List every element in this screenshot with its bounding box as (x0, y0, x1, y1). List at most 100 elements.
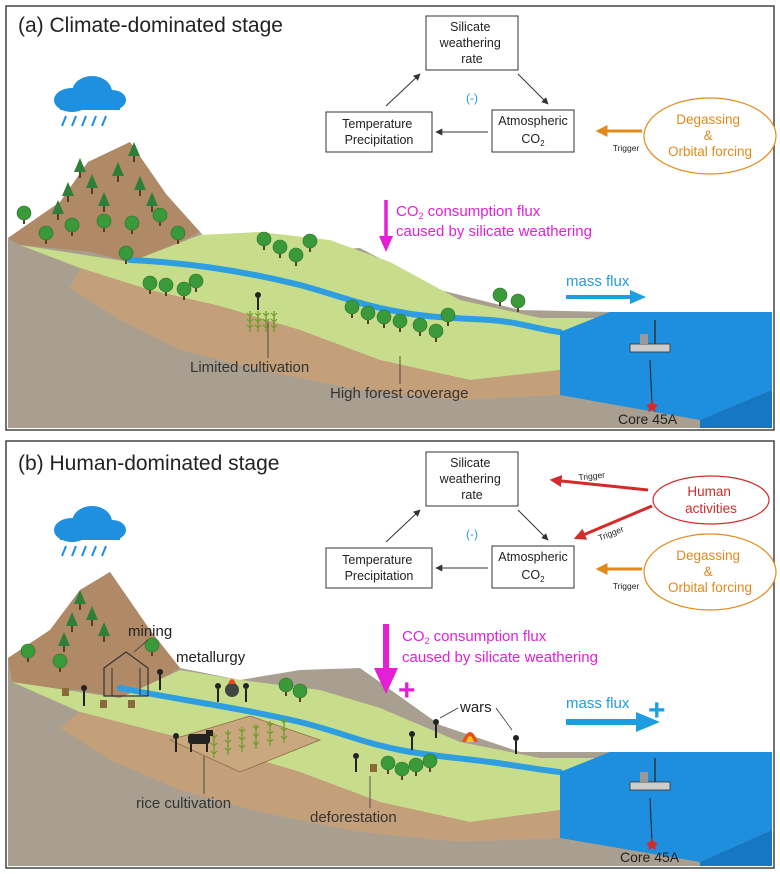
pine-tree-icon (112, 162, 124, 182)
tree-icon (170, 225, 186, 244)
crop-plant-icon (266, 737, 274, 746)
trigger-label-lower: Trigger (613, 581, 640, 591)
crop-plant-icon (252, 724, 260, 733)
trigger-label: Trigger (613, 143, 640, 153)
box-silicate-weathering (425, 451, 519, 507)
tree-icon (392, 313, 408, 332)
pine-tree-icon (86, 174, 98, 194)
co2-flux-line2: caused by silicate weathering (396, 223, 592, 240)
pointer-mining (133, 639, 149, 653)
furnace-icon (215, 679, 249, 702)
arrow-temp-to-silicate (385, 73, 421, 107)
crop-plant-icon (280, 718, 288, 727)
tree-icon (124, 215, 140, 234)
crop-plant-icon (280, 726, 288, 735)
co2-flux-arrow-head (374, 668, 398, 694)
label-wars: wars (459, 699, 492, 716)
sea-side (700, 830, 772, 866)
feedback-sign: (-) (466, 91, 478, 105)
pine-tree-icon (86, 606, 98, 626)
tree-icon (152, 207, 168, 226)
box-temperature-precipitation (325, 111, 433, 153)
rice-plants (210, 718, 288, 758)
tree-icon (408, 757, 424, 776)
crop-plant-icon (252, 732, 260, 741)
crop-plant-icon (280, 734, 288, 743)
tree-stumps (62, 688, 377, 772)
pine-tree-icon (128, 142, 140, 162)
crop-plant-icon (224, 730, 232, 739)
sea-side (700, 390, 772, 428)
tree-icon (360, 305, 376, 324)
box-co2-main: Atmospheric (498, 550, 567, 564)
driver-degassing-label: Degassing & Orbital forcing (668, 112, 752, 159)
tree-icon (292, 683, 308, 702)
floodplain (20, 232, 620, 380)
box-silicate-label: Silicate weathering rate (439, 456, 505, 502)
tree-icon (288, 247, 304, 266)
crop-plant-icon (238, 727, 246, 736)
lumberjack-icon (353, 753, 359, 772)
rain-cloud-icon (54, 76, 126, 127)
mine-hut-icon (103, 651, 149, 697)
co2-flux-line1: CO2 consumption flux (402, 628, 547, 646)
panel-b: (b) Human-dominated stage Silicate weath… (5, 440, 777, 869)
crop-field (246, 311, 278, 332)
soil-layer (70, 268, 560, 400)
tree-icon (256, 231, 272, 250)
pine-tree-icon (66, 612, 78, 632)
drilling-ship (629, 758, 671, 791)
river (117, 685, 563, 775)
co2-flux-line1: CO2 consumption flux (396, 203, 541, 221)
box-co2-formula: CO2 (521, 568, 545, 584)
panel-b-title: (b) Human-dominated stage (18, 452, 279, 475)
mountain (8, 572, 180, 698)
pine-tree-icon (146, 192, 158, 212)
mass-flux-arrow-head (636, 712, 660, 732)
core-line (649, 797, 653, 843)
pointer-wars-left (439, 707, 459, 719)
pine-tree-icon (58, 632, 70, 652)
tree-icon (52, 653, 68, 672)
crop-plant-icon (266, 721, 274, 730)
crop-plant-icon (238, 743, 246, 752)
trigger-label-upper: Trigger (578, 470, 606, 483)
label-mining: mining (128, 623, 172, 640)
driver-degassing (643, 533, 777, 611)
core-line (649, 359, 653, 406)
driver-human-activities (652, 475, 770, 525)
tree-icon (144, 637, 160, 656)
pine-tree-icon (98, 192, 110, 212)
crop-plant-icon (224, 746, 232, 755)
crop-plant-icon (210, 749, 218, 758)
tree-icon (510, 293, 526, 312)
remaining-trees (20, 590, 438, 780)
crop-plant-icon (210, 741, 218, 750)
forest-trees (16, 142, 526, 342)
co2-flux-line2: caused by silicate weathering (402, 649, 598, 666)
mass-flux-arrow-head (630, 290, 646, 304)
box-co2-main: Atmospheric (498, 114, 567, 128)
rain-cloud-icon (54, 506, 126, 557)
label-rice-cultivation: rice cultivation (136, 795, 231, 812)
crop-plant-icon (270, 323, 278, 332)
core-star (646, 838, 658, 850)
tree-icon (376, 309, 392, 328)
tree-icon (272, 239, 288, 258)
box-atmospheric-co2 (491, 545, 575, 589)
panel-a-title: (a) Climate-dominated stage (18, 14, 283, 37)
pointer-wars-right (495, 707, 513, 731)
tree-stump-icon (370, 764, 377, 772)
tree-icon (118, 245, 134, 264)
tree-icon (188, 273, 204, 292)
mass-flux-plus: + (648, 694, 666, 727)
sea (560, 752, 772, 862)
tree-stump-icon (100, 700, 107, 708)
river (127, 257, 563, 335)
tree-icon (492, 287, 508, 306)
crop-plant-icon (254, 323, 262, 332)
co2-flux-plus: + (398, 674, 416, 707)
tree-icon (428, 323, 444, 342)
